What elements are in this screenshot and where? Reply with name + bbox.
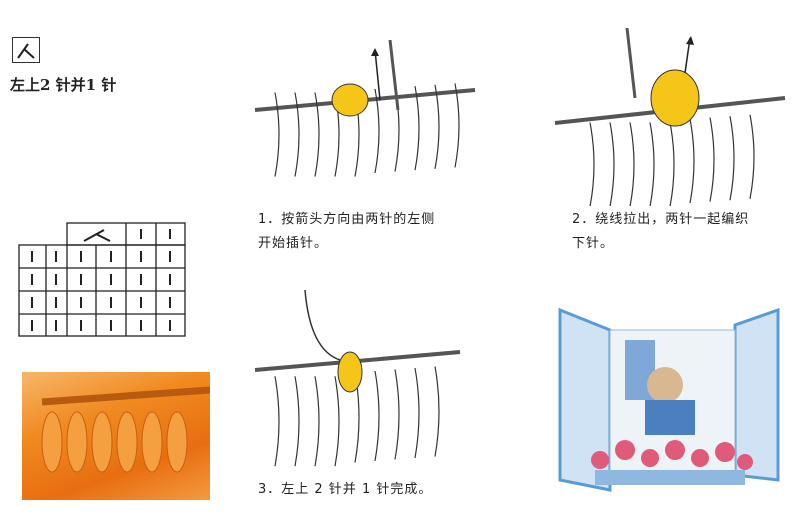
step2-line2: 下针。 [572,236,615,251]
stitch-chart [18,222,186,337]
step1-line2: 开始插针。 [258,236,329,251]
k2tog-symbol-icon [17,43,35,59]
step1-caption: 1．按箭头方向由两针的左侧 开始插针。 [258,208,435,256]
step2-line1: 2．绕线拉出，两针一起编织 [572,212,750,227]
step2-caption: 2．绕线拉出，两针一起编织 下针。 [572,208,749,256]
knitting-photo [22,372,210,500]
step3-line1: 3．左上 2 针并 1 针完成。 [258,482,433,497]
stitch-symbol-box [12,37,40,63]
window-illustration [558,307,780,492]
step3-diagram [254,290,461,467]
step3-caption: 3．左上 2 针并 1 针完成。 [258,478,432,502]
step2-diagram [555,28,786,206]
step1-line1: 1．按箭头方向由两针的左侧 [258,212,436,227]
step1-diagram [254,40,476,177]
page-title: 左上2 针并1 针 [10,76,117,94]
